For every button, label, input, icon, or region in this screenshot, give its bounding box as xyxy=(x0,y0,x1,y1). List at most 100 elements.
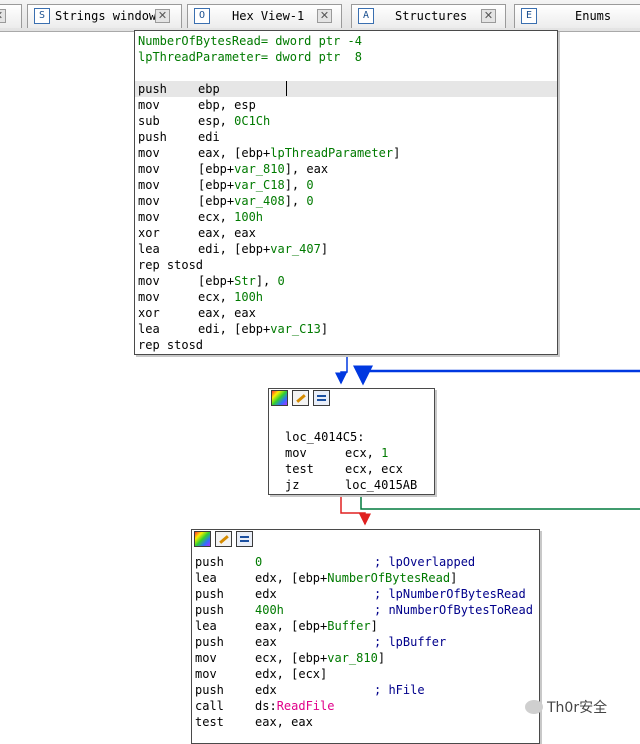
mnemonic: mov xyxy=(195,651,217,665)
mnemonic: push xyxy=(195,683,224,697)
mnemonic: push xyxy=(195,555,224,569)
block-label[interactable]: loc_4014C5: xyxy=(285,430,365,444)
color-icon[interactable] xyxy=(194,531,211,547)
operand-text[interactable]: 100h xyxy=(234,210,264,224)
operand-text[interactable]: 0 xyxy=(306,178,314,192)
mnemonic: push xyxy=(195,587,224,601)
symbol-name[interactable]: var_810 xyxy=(327,651,378,665)
structures-icon: A xyxy=(358,8,374,24)
hex-view-icon: O xyxy=(194,8,210,24)
operand: eax, eax xyxy=(255,714,313,730)
operand-text: edi, [ebp+ xyxy=(198,242,271,256)
operand-text: ds: xyxy=(255,699,277,713)
mnemonic: push xyxy=(138,82,167,96)
symbol-name[interactable]: Str xyxy=(234,274,256,288)
tab-structures[interactable]: A Structures ✕ xyxy=(351,4,506,28)
symbol-name[interactable]: lpThreadParameter xyxy=(270,146,394,160)
import-name[interactable]: ReadFile xyxy=(276,699,335,713)
mnemonic: mov xyxy=(195,667,217,681)
symbol-name[interactable]: NumberOfBytesRead xyxy=(327,571,451,585)
tab-strings-window[interactable]: S Strings window ✕ xyxy=(27,4,182,28)
operand-text[interactable]: 0 xyxy=(255,555,263,569)
operand-text[interactable]: 100h xyxy=(234,290,264,304)
rename-icon[interactable] xyxy=(292,390,309,406)
operand-text[interactable]: 0 xyxy=(306,194,314,208)
mnemonic: mov xyxy=(138,274,160,288)
asm-line[interactable]: mov[ebp+var_408], 0 xyxy=(135,193,557,209)
operand-text[interactable]: 0C1Ch xyxy=(234,114,271,128)
operand: 0 xyxy=(255,554,262,570)
operand-text[interactable]: 400h xyxy=(255,603,284,617)
operand: edi xyxy=(198,129,220,145)
rename-icon[interactable] xyxy=(215,531,232,547)
symbol-name[interactable]: Buffer xyxy=(327,619,371,633)
stack-var-decl[interactable]: lpThreadParameter= dword ptr 8 xyxy=(138,50,362,64)
mnemonic: push xyxy=(138,130,167,144)
tab-strings-window[interactable]: ✕ xyxy=(0,4,22,28)
operand-text: ] xyxy=(450,571,458,585)
operand-text[interactable]: 0 xyxy=(277,274,285,288)
operand-text: edx, [ecx] xyxy=(255,667,328,681)
tab-hex-view[interactable]: O Hex View-1 ✕ xyxy=(187,4,342,28)
operand-text: ] xyxy=(377,651,386,665)
group-icon[interactable] xyxy=(236,531,253,547)
asm-line[interactable]: rep stosd xyxy=(135,257,557,273)
code-block-prologue[interactable]: NumberOfBytesRead= dword ptr -4 lpThreadP… xyxy=(134,30,558,355)
asm-line[interactable]: mov[ebp+var_C18], 0 xyxy=(135,177,557,193)
asm-line[interactable]: mov[ebp+var_810], eax xyxy=(135,161,557,177)
close-icon[interactable]: ✕ xyxy=(481,9,496,23)
symbol-name[interactable]: var_408 xyxy=(234,194,285,208)
edge-true-branch xyxy=(360,494,640,510)
tab-label: Enums xyxy=(575,9,612,23)
operand-text[interactable]: 1 xyxy=(381,446,389,460)
close-icon[interactable]: ✕ xyxy=(317,9,332,23)
asm-line[interactable]: mov[ebp+Str], 0 xyxy=(135,273,557,289)
symbol-name[interactable]: var_C13 xyxy=(270,322,321,336)
close-icon[interactable]: ✕ xyxy=(155,9,170,23)
watermark-text: Th0r安全 xyxy=(547,700,608,716)
tab-enums[interactable]: E Enums xyxy=(514,4,640,28)
symbol-name[interactable]: var_810 xyxy=(234,162,285,176)
asm-line[interactable]: push edi xyxy=(135,129,557,145)
operand: eax xyxy=(255,634,277,650)
operand: ebp, esp xyxy=(198,97,256,113)
asm-line[interactable]: rep stosd xyxy=(135,337,557,353)
operand: edx, [ecx] xyxy=(255,666,327,682)
color-icon[interactable] xyxy=(271,390,288,406)
mnemonic: lea xyxy=(138,242,160,256)
asm-line[interactable]: mov edx, [ecx] xyxy=(192,666,539,682)
operand-text: edx xyxy=(255,683,277,697)
symbol-name[interactable]: var_C18 xyxy=(234,178,285,192)
symbol-name[interactable]: var_407 xyxy=(270,242,321,256)
group-icon[interactable] xyxy=(313,390,330,406)
operand-text: ecx, xyxy=(345,446,382,460)
operand-text: eax, [ebp+ xyxy=(198,146,271,160)
stack-var-decl[interactable]: NumberOfBytesRead= dword ptr -4 xyxy=(138,34,362,48)
close-icon[interactable]: ✕ xyxy=(0,9,6,23)
